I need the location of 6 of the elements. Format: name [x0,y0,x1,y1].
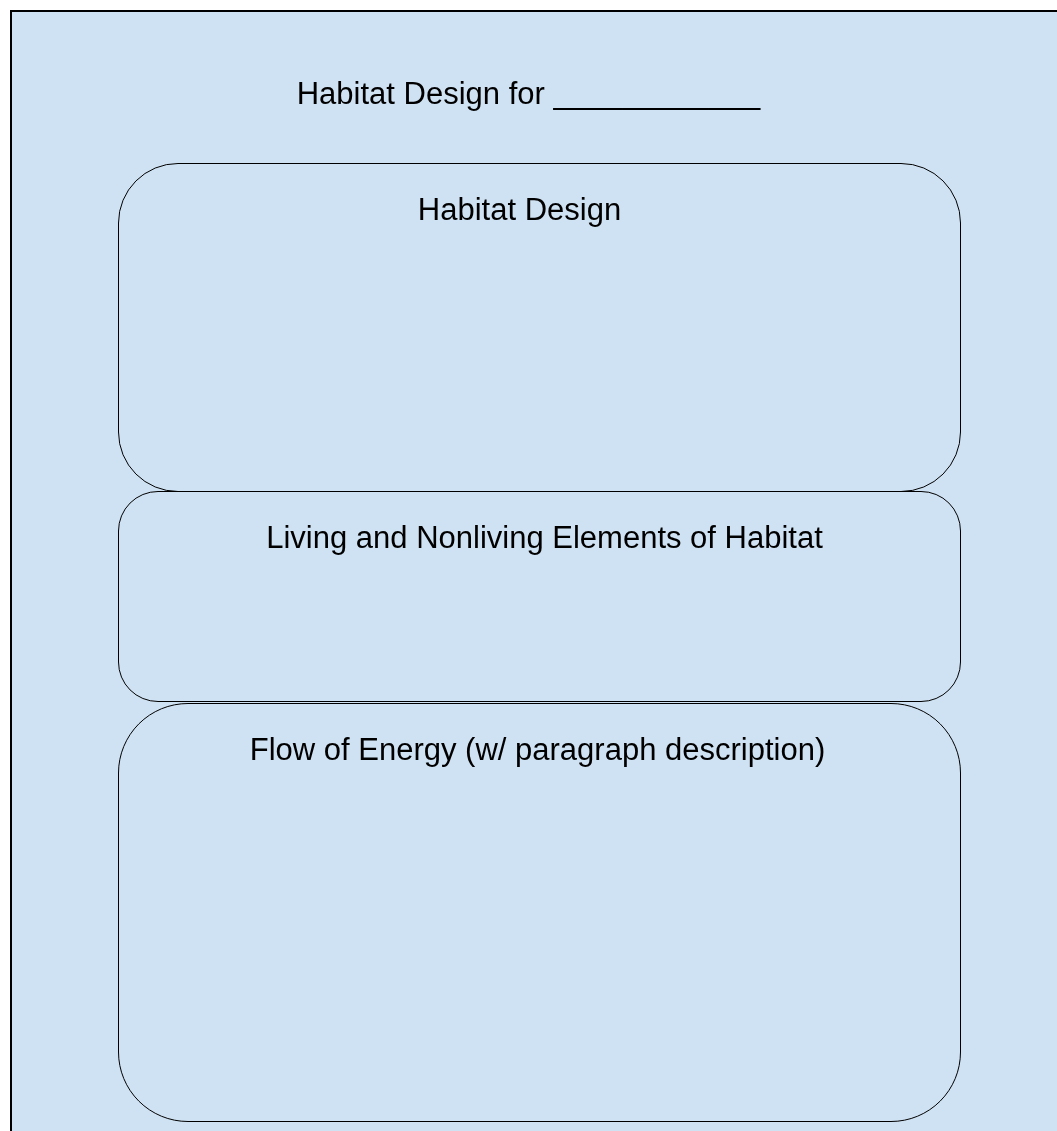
section-heading: Habitat Design [416,192,623,228]
section-heading: Living and Nonliving Elements of Habitat [265,520,824,556]
title: Habitat Design for ____________ [295,76,762,112]
section-box [118,703,961,1122]
section-heading: Flow of Energy (w/ paragraph description) [248,732,827,768]
section-box [118,491,961,702]
